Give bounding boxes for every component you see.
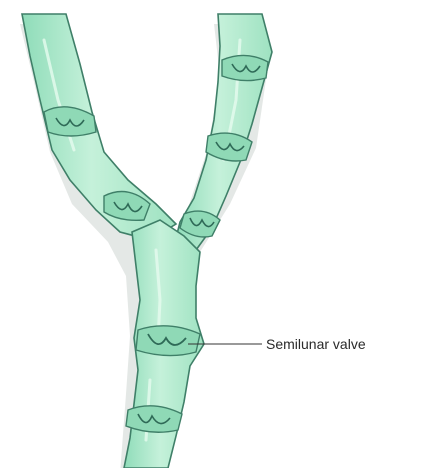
valve-right-upper: [222, 55, 268, 80]
semilunar-valve: [136, 326, 200, 356]
semilunar-valve-label: Semilunar valve: [266, 336, 366, 352]
valve-trunk-lower: [126, 406, 182, 432]
